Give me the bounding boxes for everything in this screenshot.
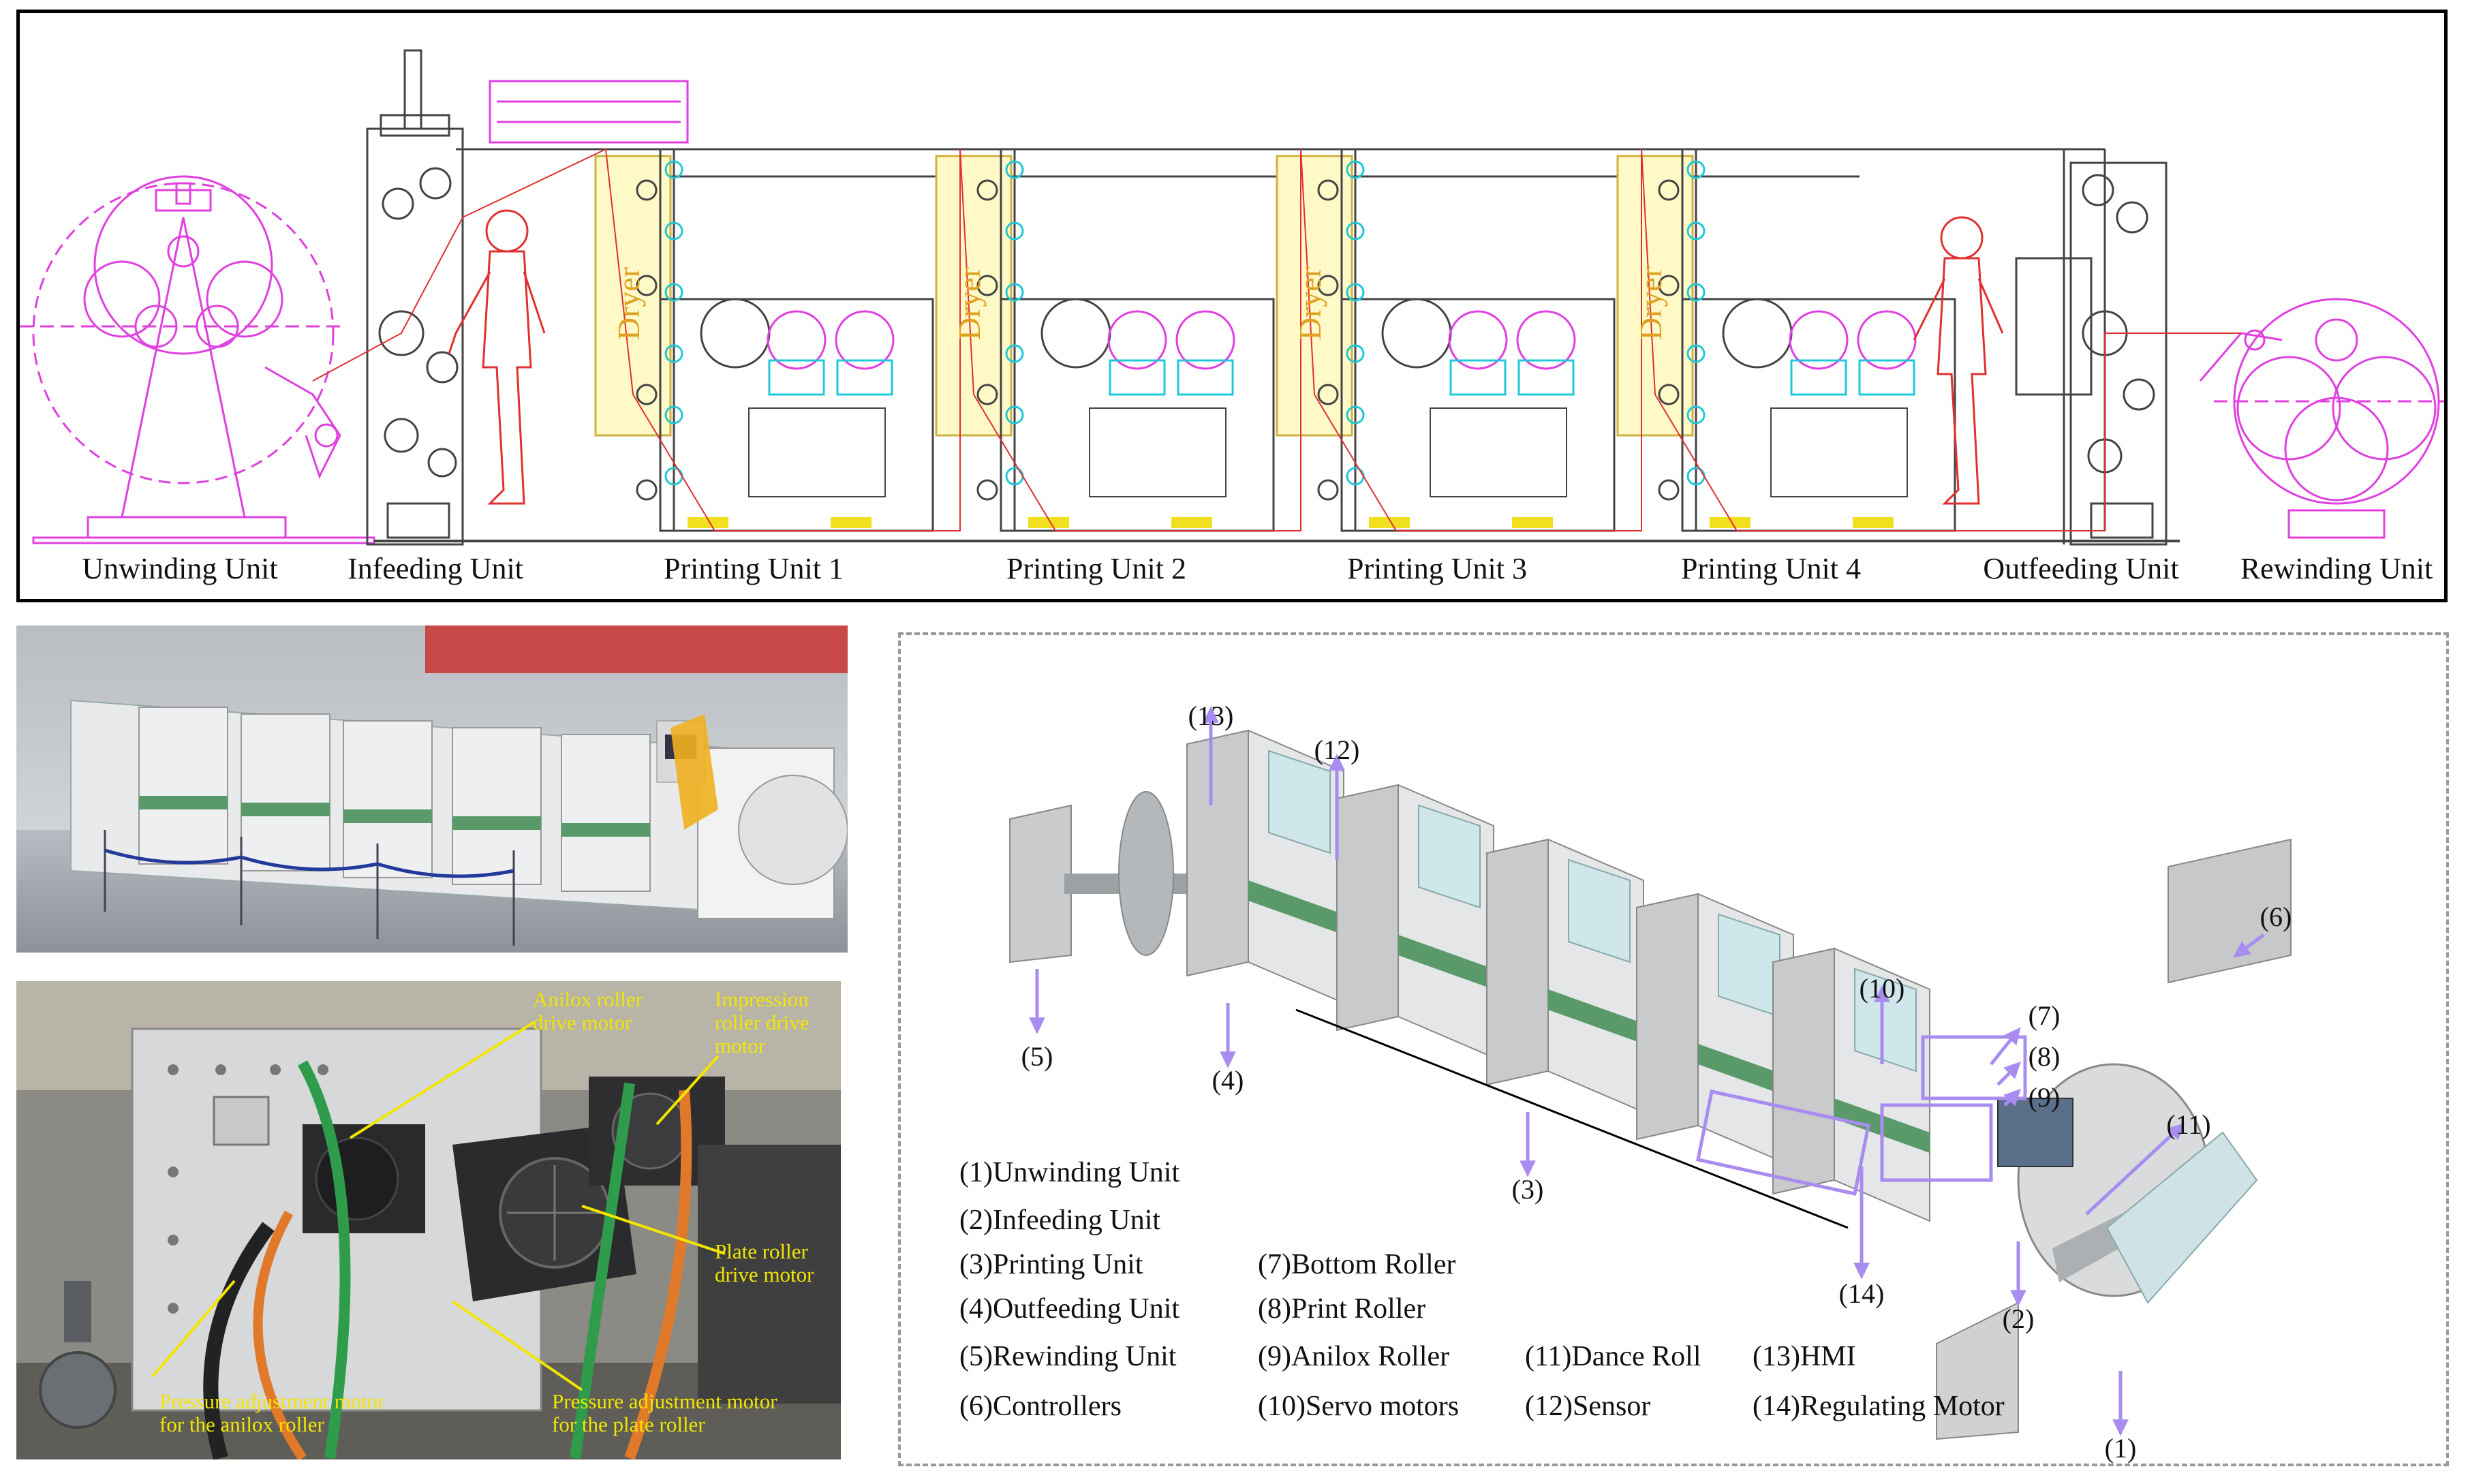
photo-machine-bay-4 <box>452 727 542 885</box>
legend-sensor: (12)Sensor <box>1525 1391 1651 1422</box>
legend-bottom-roller: (7)Bottom Roller <box>1258 1249 1456 1280</box>
printing-unit-drawing-4 <box>1616 148 1956 532</box>
unit-label-outfeeding: Outfeeding Unit <box>1983 552 2179 585</box>
dryer-label-1: Dryer <box>611 266 647 341</box>
machine-schematic-panel: Dryer Dryer Dryer Dryer Unwinding Unit I… <box>16 10 2448 602</box>
dryer-label-2: Dryer <box>952 266 987 341</box>
machine-3d-model-drawing <box>1009 706 2292 1440</box>
legend-unwinding-unit: (1)Unwinding Unit <box>959 1157 1180 1188</box>
callout-label-14: (14) <box>1838 1278 1885 1309</box>
unwinding-unit-drawing <box>20 175 375 544</box>
unit-label-printing-2: Printing Unit 2 <box>1006 552 1187 585</box>
model-bay-3 <box>1486 838 1644 1113</box>
legend-print-roller: (8)Print Roller <box>1258 1293 1426 1325</box>
outfeeding-unit-drawing <box>2015 149 2168 546</box>
legend-rewinding-unit: (5)Rewinding Unit <box>959 1341 1177 1372</box>
legend-servo-motors: (10)Servo motors <box>1258 1391 1460 1422</box>
legend-hmi: (13)HMI <box>1753 1341 1856 1372</box>
legend-infeeding-unit: (2)Infeeding Unit <box>959 1205 1161 1236</box>
callout-label-5: (5) <box>1021 1041 1053 1072</box>
pressure-anilox-motor-label: Pressure adjustment motor for the anilox… <box>159 1389 385 1436</box>
callout-label-9: (9) <box>2028 1082 2061 1113</box>
callout-label-13: (13) <box>1188 700 1234 731</box>
printing-units-drawing <box>594 148 1956 532</box>
machine-schematic-drawing <box>20 49 2444 546</box>
callout-label-2: (2) <box>2002 1303 2035 1334</box>
rewinding-unit-drawing <box>2199 298 2444 539</box>
unit-label-printing-4: Printing Unit 4 <box>1680 552 1862 585</box>
unit-label-infeeding: Infeeding Unit <box>348 552 523 585</box>
legend-printing-unit: (3)Printing Unit <box>959 1249 1143 1280</box>
model-bay-5 <box>1772 947 1930 1222</box>
dryer-label-3: Dryer <box>1293 266 1328 341</box>
dryer-label-4: Dryer <box>1633 266 1669 341</box>
photo-machine-bay-5 <box>561 734 651 892</box>
unit-label-rewinding: Rewinding Unit <box>2240 552 2433 585</box>
operator-figure-left <box>448 209 546 505</box>
photo-machine-bay-1 <box>138 707 228 865</box>
photo-machine-bay-2 <box>241 713 330 871</box>
model-bay-1 <box>1186 729 1344 1004</box>
legend-outfeeding-unit: (4)Outfeeding Unit <box>959 1293 1180 1325</box>
callout-label-8: (8) <box>2028 1041 2061 1072</box>
infeeding-unit-drawing <box>366 49 464 546</box>
plate-drive-motor-label: Plate roller drive motor <box>715 1239 814 1286</box>
callout-arrow-11 <box>2085 1124 2183 1216</box>
callout-label-1: (1) <box>2104 1433 2137 1464</box>
unit-label-printing-1: Printing Unit 1 <box>663 552 844 585</box>
web-path-line <box>312 148 2241 531</box>
production-line-photo <box>16 625 848 953</box>
model-bay-2 <box>1336 784 1494 1059</box>
model-rewinding-unit <box>1009 791 1241 963</box>
legend-anilox-roller: (9)Anilox Roller <box>1258 1341 1450 1372</box>
legend-regulating-motor: (14)Regulating Motor <box>1753 1391 2005 1422</box>
callout-label-6: (6) <box>2259 901 2292 932</box>
drive-motor-photo: Anilox roller drive motor Impression rol… <box>16 981 841 1459</box>
callout-label-11: (11) <box>2166 1109 2211 1140</box>
legend-controllers: (6)Controllers <box>959 1391 1122 1422</box>
legend-dance-roll: (11)Dance Roll <box>1525 1341 1701 1372</box>
operator-figure-right <box>1913 216 2004 505</box>
callout-label-3: (3) <box>1511 1174 1544 1205</box>
machine-3d-model-panel: (1) (2) (3) (4) (5) (6) (7) (8) (9) (10) (11) (12) (… <box>898 632 2449 1466</box>
unit-label-printing-3: Printing Unit 3 <box>1346 552 1528 585</box>
unit-label-unwinding: Unwinding Unit <box>82 552 278 585</box>
pressure-plate-motor-label: Pressure adjustment motor for the plate … <box>552 1389 777 1436</box>
callout-label-10: (10) <box>1859 973 1905 1004</box>
callout-label-7: (7) <box>2028 1000 2061 1031</box>
callout-label-4: (4) <box>1212 1065 1244 1096</box>
printing-unit-drawing-2 <box>935 148 1275 532</box>
model-bay-4 <box>1636 893 1794 1168</box>
anilox-drive-motor-label: Anilox roller drive motor <box>533 987 643 1034</box>
photo-machine-bay-3 <box>343 720 433 878</box>
impression-drive-motor-label: Impression roller drive motor <box>715 987 809 1057</box>
callout-label-12: (12) <box>1314 735 1360 765</box>
